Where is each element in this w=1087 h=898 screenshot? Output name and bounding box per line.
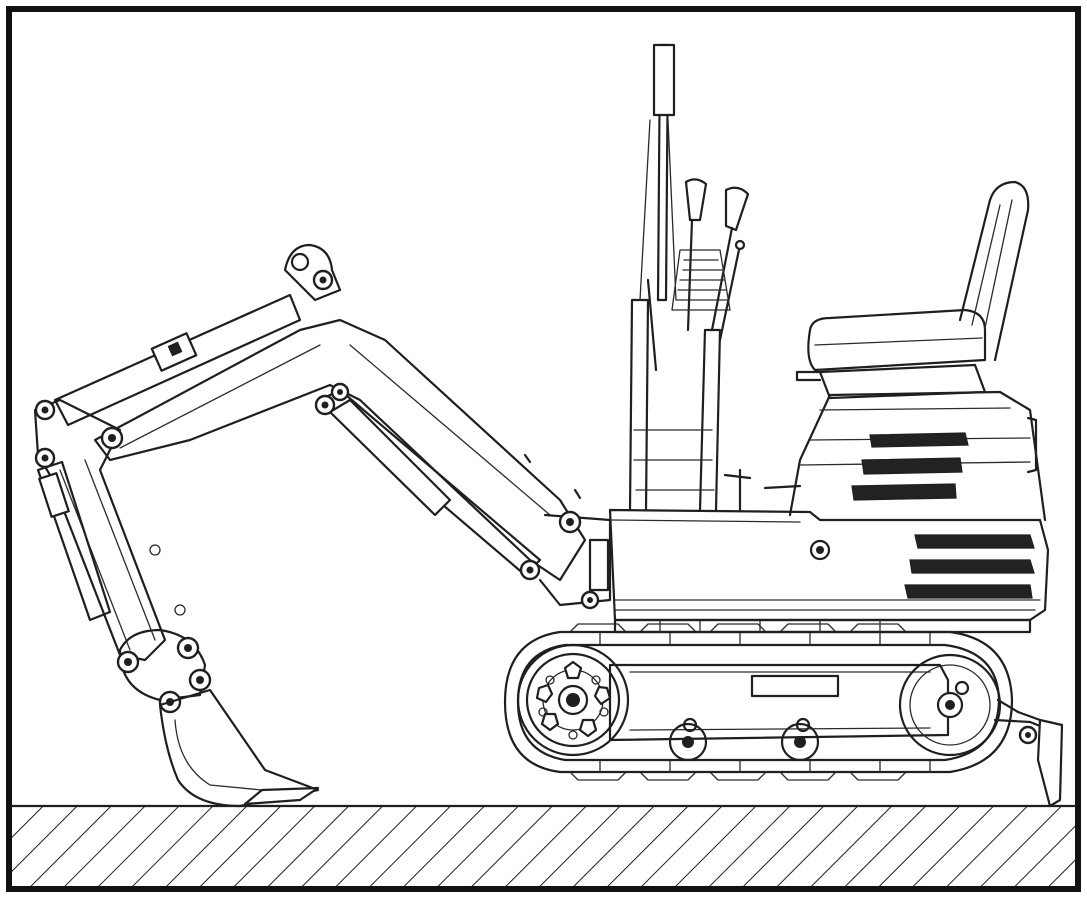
upper-body	[608, 390, 1050, 634]
ground-hatch-icon	[10, 804, 1077, 886]
boom	[93, 318, 612, 610]
bucket	[116, 628, 320, 808]
front-idler-wheel	[898, 653, 1002, 757]
diagram-frame	[6, 6, 1081, 892]
track-rollers	[668, 717, 820, 762]
arm-stick	[33, 398, 186, 662]
drive-sprocket	[516, 643, 630, 757]
control-levers	[628, 43, 802, 512]
crawler-track	[503, 623, 1014, 781]
operator-seat	[795, 180, 1030, 400]
arm-cylinder	[53, 243, 342, 427]
dozer-blade	[993, 698, 1064, 808]
